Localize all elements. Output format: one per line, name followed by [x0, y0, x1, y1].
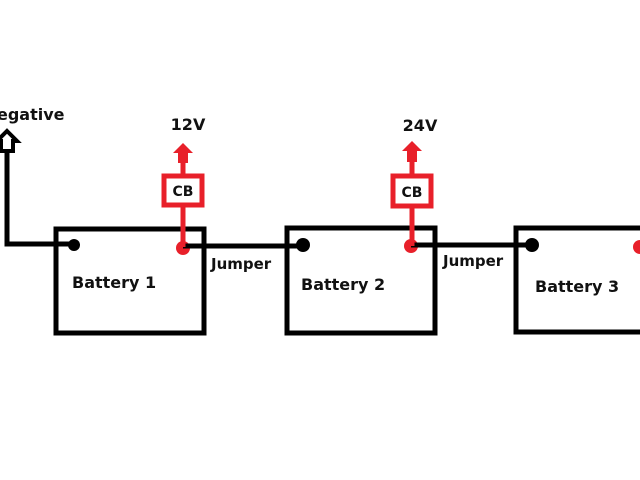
- battery-2-case: [284, 225, 438, 336]
- breaker-1-voltage: 12V: [171, 115, 206, 134]
- negative-wire: [4, 150, 72, 247]
- battery-3-positive-terminal: [633, 240, 640, 254]
- breaker-1-output-arrow-icon: [173, 143, 193, 163]
- battery-1-case: [53, 226, 207, 336]
- breaker-2: CB 24V: [390, 116, 438, 246]
- jumper-1: Jumper: [183, 243, 302, 273]
- battery-1-negative-terminal: [68, 239, 80, 251]
- battery-3-negative-terminal: [525, 238, 539, 252]
- breaker-1-label: CB: [173, 184, 194, 200]
- battery-3-label: Battery 3: [535, 277, 619, 296]
- battery-2-label: Battery 2: [301, 275, 385, 294]
- battery-2-negative-terminal: [296, 238, 310, 252]
- negative-arrow-icon: [0, 128, 22, 153]
- battery-3: Battery 3: [513, 225, 640, 335]
- breaker-1: CB 12V: [161, 115, 206, 247]
- battery-3-case: [513, 225, 640, 335]
- breaker-2-output-arrow-icon: [402, 141, 422, 162]
- battery-1: Battery 1: [53, 226, 207, 336]
- negative-label: egative: [0, 105, 65, 124]
- jumper-1-label: Jumper: [210, 255, 272, 273]
- jumper-2-label: Jumper: [442, 252, 504, 270]
- breaker-2-voltage: 24V: [403, 116, 438, 135]
- negative-lead: egative: [0, 105, 72, 247]
- battery-1-label: Battery 1: [72, 273, 156, 292]
- jumper-2: Jumper: [411, 242, 532, 270]
- breaker-2-label: CB: [402, 185, 423, 201]
